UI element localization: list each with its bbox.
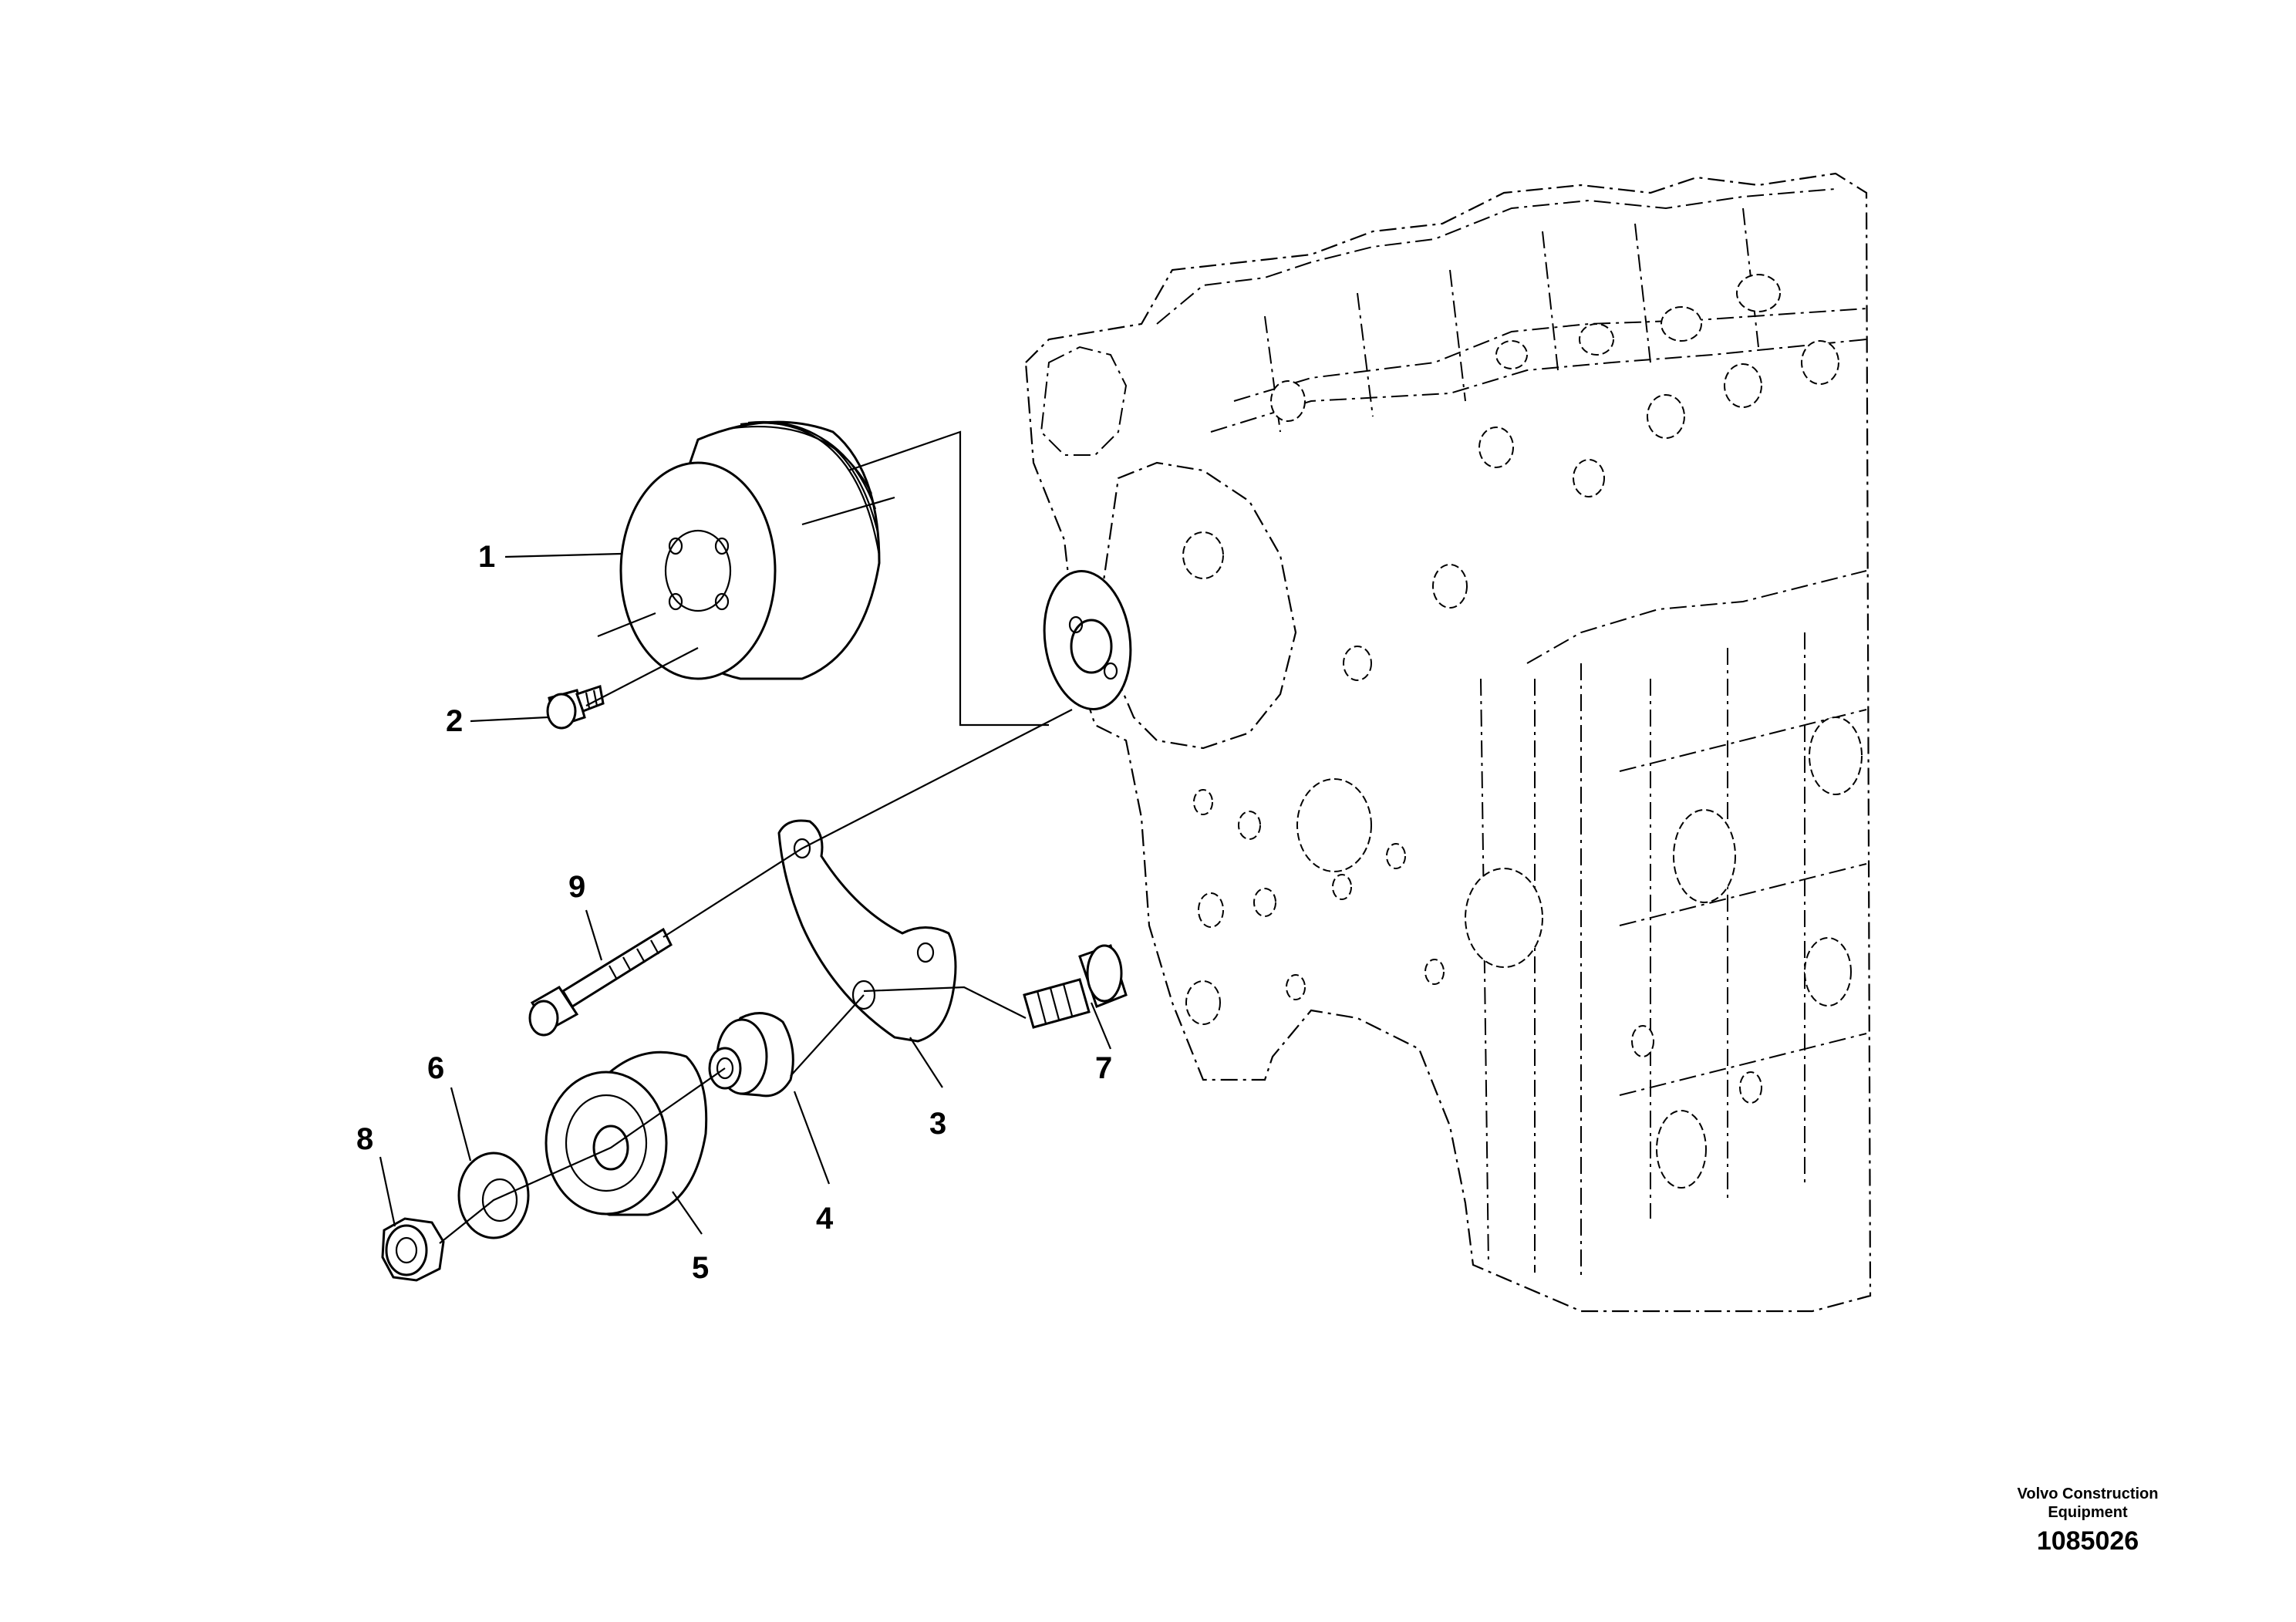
callout-6: 6 (427, 1051, 444, 1085)
callout-labels: 1 2 3 4 5 6 7 8 9 (356, 540, 1112, 1285)
part-8-nut (381, 1217, 445, 1282)
callout-2: 2 (446, 704, 463, 738)
callout-leaders (379, 552, 1112, 1235)
callout-3: 3 (929, 1107, 946, 1141)
engine-block-outline (1024, 172, 1872, 1313)
callout-7: 7 (1095, 1051, 1112, 1085)
brand-line-1: Volvo Construction (2017, 1485, 2159, 1502)
part-4-spacer (708, 1012, 794, 1098)
part-1-pulley (619, 420, 881, 680)
callout-1: 1 (478, 540, 495, 574)
part-9-long-bolt (528, 927, 673, 1037)
part-5-idler-pulley (544, 1050, 708, 1216)
engine-holes (1182, 274, 1863, 1189)
assembly-lines (439, 430, 1073, 1244)
part-3-bracket (777, 819, 957, 1043)
callout-8: 8 (356, 1122, 373, 1156)
part-7-bolt (1023, 944, 1128, 1029)
callout-4: 4 (816, 1202, 834, 1236)
callout-5: 5 (692, 1251, 709, 1285)
part-2-bolt (546, 685, 605, 730)
part-6-washer (457, 1152, 530, 1239)
illustration-reference-number: 1085026 (2036, 1526, 2139, 1556)
callout-9: 9 (568, 870, 585, 904)
brand-line-2: Equipment (2048, 1504, 2128, 1521)
publisher-footer: Volvo Construction Equipment 1085026 (1926, 1485, 2250, 1556)
